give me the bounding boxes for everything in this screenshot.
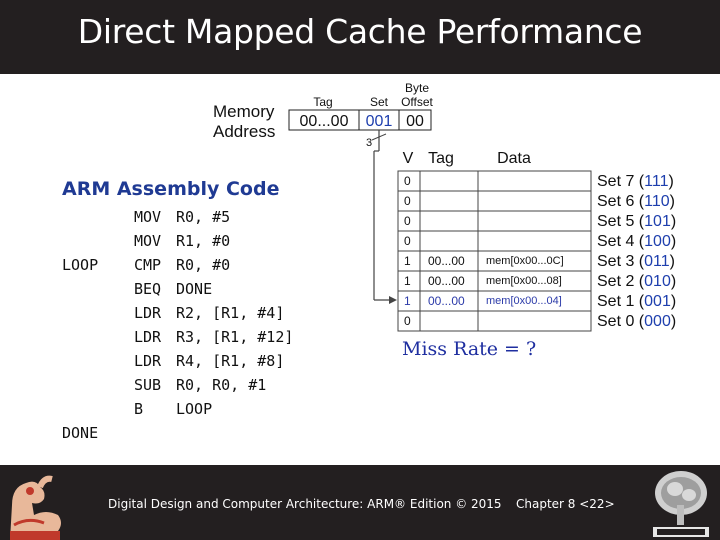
code-operands: R0, R0, #1: [176, 376, 267, 394]
code-operands: R3, [R1, #12]: [176, 328, 294, 346]
cache-row: 0 Set 7 (111): [397, 170, 674, 192]
cache-valid-bit: 0: [404, 194, 411, 208]
set-label: Set 0 (000): [597, 313, 676, 330]
cache-valid-bit: 0: [404, 314, 411, 328]
cache-data: mem[0x00...0C]: [486, 255, 564, 267]
code-operands: DONE: [176, 280, 213, 298]
cache-valid-bit: 0: [404, 174, 411, 188]
code-label: LOOP: [62, 256, 99, 274]
set-label: Set 7 (111): [597, 173, 674, 190]
cache-tag: 00...00: [428, 294, 465, 308]
code-opcode: LDR: [134, 328, 162, 346]
set-label: Set 6 (110): [597, 193, 675, 210]
elsevier-tree-logo: [645, 465, 717, 540]
code-label: DONE: [62, 424, 99, 442]
cache-valid-bit: 1: [404, 294, 411, 308]
code-opcode: MOV: [134, 208, 162, 226]
col-tag-header: Tag: [428, 150, 454, 167]
code-operands: R0, #0: [176, 256, 231, 274]
code-operands: LOOP: [176, 400, 213, 418]
footer-chapter: Chapter 8 <22>: [516, 497, 615, 511]
code-opcode: LDR: [134, 304, 162, 322]
set-bits-count: 3: [366, 137, 372, 149]
cache-tag: 00...00: [428, 254, 465, 268]
slide-title: Direct Mapped Cache Performance: [77, 12, 643, 51]
flexed-arm-logo: [10, 475, 61, 540]
code-operands: R0, #5: [176, 208, 231, 226]
offset-value: 00: [406, 113, 424, 130]
set-label: Set 1 (001): [597, 293, 676, 310]
cache-valid-bit: 0: [404, 234, 411, 248]
cache-row: 0 Set 5 (101): [397, 210, 676, 232]
cache-row: 1 00...00 mem[0x00...04] Set 1 (001): [397, 290, 676, 312]
miss-rate: Miss Rate = ?: [402, 338, 537, 360]
cache-data: mem[0x00...08]: [486, 275, 562, 287]
code-operands: R1, #0: [176, 232, 231, 250]
cache-valid-bit: 1: [404, 274, 411, 288]
title-bar: [0, 0, 720, 74]
cache-row: 1 00...00 mem[0x00...08] Set 2 (010): [397, 270, 676, 292]
footer-bar: [0, 465, 720, 540]
set-header: Set: [370, 95, 389, 109]
byte-offset-header-1: Byte: [405, 81, 429, 95]
set-label: Set 4 (100): [597, 233, 676, 250]
cache-tag: 00...00: [428, 274, 465, 288]
assembly-title: ARM Assembly Code: [62, 178, 280, 200]
memory-address-label-2: Address: [213, 122, 275, 141]
code-opcode: LDR: [134, 352, 162, 370]
set-label: Set 5 (101): [597, 213, 676, 230]
col-v-header: V: [403, 150, 414, 167]
cache-row: 1 00...00 mem[0x00...0C] Set 3 (011): [397, 250, 675, 272]
memory-address-label-1: Memory: [213, 102, 275, 121]
cache-valid-bit: 1: [404, 254, 411, 268]
footer-book: Digital Design and Computer Architecture…: [108, 497, 502, 511]
code-opcode: MOV: [134, 232, 162, 250]
byte-offset-header-2: Offset: [401, 95, 433, 109]
cache-data: mem[0x00...04]: [486, 295, 562, 307]
code-opcode: CMP: [134, 256, 162, 274]
col-data-header: Data: [497, 150, 531, 167]
cache-row: 0 Set 0 (000): [397, 310, 676, 332]
set-label: Set 2 (010): [597, 273, 676, 290]
code-opcode: SUB: [134, 376, 162, 394]
code-operands: R2, [R1, #4]: [176, 304, 285, 322]
set-label: Set 3 (011): [597, 253, 675, 270]
cache-row: 0 Set 6 (110): [397, 190, 675, 212]
code-opcode: BEQ: [134, 280, 162, 298]
address-box: [288, 109, 432, 131]
cache-valid-bit: 0: [404, 214, 411, 228]
tag-header: Tag: [313, 95, 332, 109]
code-opcode: B: [134, 400, 144, 418]
set-value: 001: [366, 113, 393, 130]
tag-value: 00...00: [300, 113, 349, 130]
code-operands: R4, [R1, #8]: [176, 352, 285, 370]
cache-row: 0 Set 4 (100): [397, 230, 676, 252]
